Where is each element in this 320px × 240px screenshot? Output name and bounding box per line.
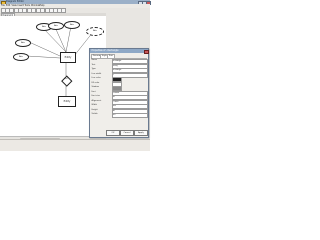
- property-value-field[interactable]: Yes: [111, 113, 148, 119]
- property-row: Text Entity: [91, 63, 148, 69]
- connector-line: [54, 26, 67, 53]
- property-row: Type Rectangle: [91, 68, 148, 74]
- dialog-close-icon[interactable]: [144, 49, 149, 55]
- entity-box[interactable]: Entity: [60, 52, 76, 63]
- entity-box[interactable]: Entity: [58, 96, 76, 107]
- connector-line: [73, 31, 94, 57]
- connector-line: [42, 27, 67, 53]
- property-key: Alignment: [91, 99, 102, 102]
- connector-line: [28, 41, 61, 57]
- property-key: Shadow: [91, 86, 99, 88]
- attribute-label: Attr: [93, 30, 97, 32]
- property-key: Font: [91, 90, 96, 93]
- property-key: Width: [91, 104, 98, 106]
- property-row: Line color: [91, 77, 147, 83]
- dialog-tabs: General Style Text: [91, 54, 147, 59]
- connector-lines: [26, 25, 94, 96]
- status-bar: [0, 139, 150, 151]
- property-key: Name: [91, 59, 98, 61]
- entity-label: Entity: [64, 56, 72, 59]
- property-key: Height: [91, 108, 98, 111]
- menu-edit[interactable]: Edit: [6, 4, 11, 7]
- property-row: Width 100: [91, 104, 148, 110]
- editor-window: Diagram Editor File Edit View Insert Too…: [0, 0, 151, 151]
- side-panel: [106, 12, 150, 48]
- menu-help[interactable]: Help: [39, 4, 45, 7]
- diagram-canvas[interactable]: Attr Attr Attr Attr Attr Attr Entity Rel…: [0, 16, 106, 136]
- scrollbar-thumb[interactable]: [20, 137, 60, 140]
- attribute-label: Attr: [54, 25, 58, 27]
- tab-diagram1[interactable]: Diagram1: [0, 12, 16, 17]
- attribute-ellipse[interactable]: Attr: [13, 53, 29, 61]
- attribute-ellipse[interactable]: Attr: [64, 21, 80, 29]
- property-key: Text: [91, 63, 96, 66]
- entity-label: Entity: [63, 100, 71, 103]
- property-row: Font size 10: [91, 95, 148, 101]
- property-row: Height 40: [91, 108, 148, 114]
- property-row: Font Default: [91, 90, 148, 96]
- attribute-label: Attr: [42, 26, 46, 28]
- attribute-label: Attr: [21, 42, 25, 44]
- relationship-label: Rel: [64, 78, 68, 81]
- property-row: Shadow: [91, 86, 147, 92]
- property-row: Visible Yes: [91, 113, 148, 119]
- attribute-ellipse[interactable]: Attr: [15, 39, 31, 47]
- attribute-label: Attr: [70, 24, 74, 26]
- dialog-title-bar[interactable]: Properties of - Rectangle: [90, 49, 149, 55]
- document-tabs: Diagram1: [0, 12, 106, 17]
- property-row: Name Rectangle: [91, 59, 148, 65]
- menu-file[interactable]: File: [1, 4, 5, 7]
- property-key: Line color: [91, 77, 101, 79]
- cancel-button[interactable]: Cancel: [120, 130, 134, 136]
- connector-line: [65, 25, 72, 53]
- tab-text[interactable]: Text: [107, 54, 115, 59]
- property-row: Alignment Center: [91, 99, 148, 105]
- property-row: Fill color: [91, 81, 147, 87]
- property-value-field[interactable]: 1: [111, 72, 148, 78]
- menu-view[interactable]: View: [11, 4, 17, 7]
- window-title: Diagram Editor: [6, 0, 25, 3]
- connector-line: [26, 55, 61, 59]
- properties-dialog: Properties of - Rectangle General Style …: [89, 48, 149, 138]
- horizontal-scrollbar[interactable]: [0, 136, 106, 140]
- menu-tools[interactable]: Tools: [24, 4, 30, 7]
- dialog-title: Properties of - Rectangle: [91, 49, 119, 52]
- attribute-ellipse[interactable]: Attr: [86, 27, 104, 36]
- ok-button[interactable]: OK: [106, 130, 120, 136]
- menu-insert[interactable]: Insert: [17, 4, 24, 7]
- property-key: Visible: [91, 113, 98, 115]
- attribute-ellipse[interactable]: Attr: [48, 22, 64, 30]
- property-key: Type: [91, 68, 96, 70]
- relationship-diamond[interactable]: Rel: [61, 75, 73, 87]
- property-key: Line width: [91, 72, 102, 75]
- property-key: Fill color: [91, 81, 100, 84]
- attribute-label: Attr: [19, 56, 23, 58]
- property-row: Line width 1: [91, 72, 148, 78]
- apply-button[interactable]: Apply: [134, 130, 148, 136]
- property-key: Font size: [91, 95, 100, 97]
- menu-window[interactable]: Window: [31, 4, 40, 7]
